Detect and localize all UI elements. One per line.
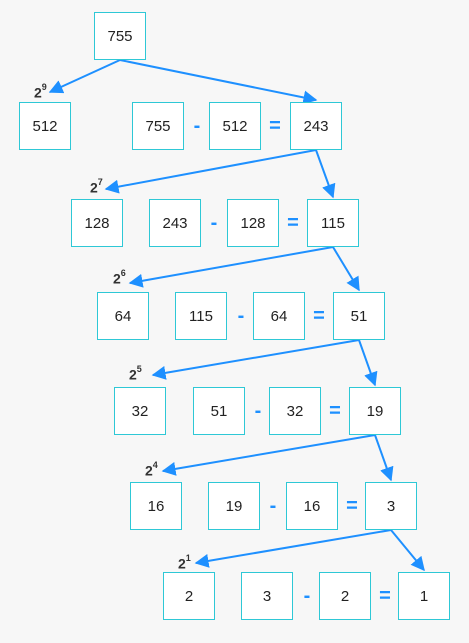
root-box: 755	[94, 12, 146, 60]
minus-sign: -	[254, 400, 262, 422]
equals-sign: =	[287, 212, 299, 234]
result-box: 19	[349, 387, 401, 435]
arrow-to-power	[151, 339, 360, 380]
subtrahend-box: 32	[269, 387, 321, 435]
minuend-box: 51	[193, 387, 245, 435]
power-label: 24	[145, 460, 158, 479]
minuend-box: 243	[149, 199, 201, 247]
power-box: 64	[97, 292, 149, 340]
power-box: 2	[163, 572, 215, 620]
minuend-box: 19	[208, 482, 260, 530]
power-box: 512	[19, 102, 71, 150]
arrow-to-result	[119, 59, 318, 105]
subtrahend-box: 64	[253, 292, 305, 340]
arrow-to-result	[390, 529, 425, 572]
arrow-to-power	[194, 529, 392, 568]
subtrahend-box: 2	[319, 572, 371, 620]
power-label: 27	[90, 177, 103, 196]
arrow-to-result	[374, 434, 394, 482]
result-box: 3	[365, 482, 417, 530]
equals-sign: =	[313, 305, 325, 327]
equals-sign: =	[269, 115, 281, 137]
arrow-to-result	[332, 246, 360, 292]
arrow-to-power	[104, 149, 317, 194]
subtrahend-box: 16	[286, 482, 338, 530]
power-box: 128	[71, 199, 123, 247]
power-label: 25	[129, 364, 142, 383]
equals-sign: =	[379, 585, 391, 607]
minus-sign: -	[210, 212, 218, 234]
equals-sign: =	[329, 400, 341, 422]
power-label: 29	[34, 82, 47, 101]
power-label: 26	[113, 268, 126, 287]
subtrahend-box: 128	[227, 199, 279, 247]
minuend-box: 755	[132, 102, 184, 150]
minuend-box: 3	[241, 572, 293, 620]
minus-sign: -	[303, 585, 311, 607]
arrow-to-power	[161, 434, 376, 476]
minus-sign: -	[237, 305, 245, 327]
minus-sign: -	[193, 115, 201, 137]
minus-sign: -	[269, 495, 277, 517]
arrow-to-result	[358, 339, 378, 387]
minuend-box: 115	[175, 292, 227, 340]
power-label: 21	[178, 553, 191, 572]
arrow-to-power	[48, 59, 121, 94]
equals-sign: =	[346, 495, 358, 517]
result-box: 51	[333, 292, 385, 340]
power-box: 16	[130, 482, 182, 530]
result-box: 1	[398, 572, 450, 620]
subtrahend-box: 512	[209, 102, 261, 150]
arrow-to-result	[315, 149, 336, 199]
result-box: 115	[307, 199, 359, 247]
power-box: 32	[114, 387, 166, 435]
result-box: 243	[290, 102, 342, 150]
arrow-to-power	[128, 246, 334, 288]
